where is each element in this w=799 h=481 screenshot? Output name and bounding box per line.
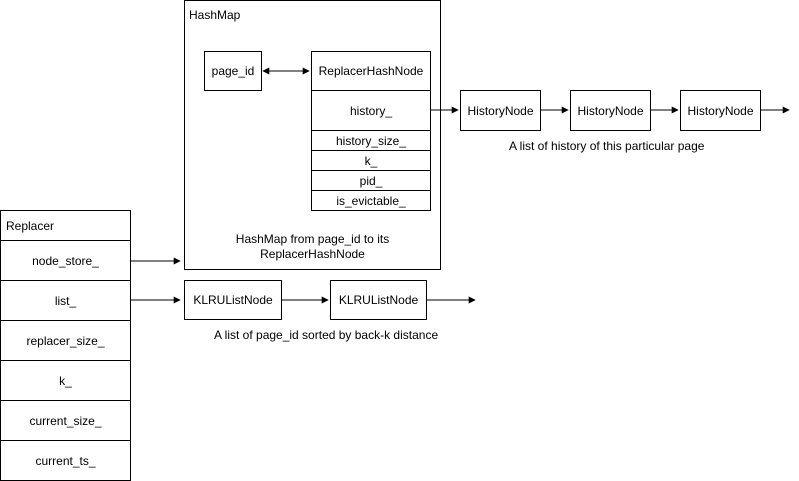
replacer-hash-node-title: ReplacerHashNode bbox=[311, 51, 431, 91]
hashmap-title: HashMap bbox=[189, 8, 241, 22]
history-node-3: HistoryNode bbox=[680, 90, 761, 131]
hashmap-caption-line1: HashMap from page_id to its bbox=[235, 232, 390, 246]
klru-list-node-1: KLRUListNode bbox=[184, 280, 282, 320]
field-pid: pid_ bbox=[311, 170, 431, 191]
replacer-title: Replacer bbox=[6, 218, 55, 233]
replacer-field-replacer-size: replacer_size_ bbox=[0, 320, 131, 361]
hashmap-caption-line2: ReplacerHashNode bbox=[260, 247, 365, 261]
history-list-caption: A list of history of this particular pag… bbox=[509, 139, 705, 153]
history-node-1: HistoryNode bbox=[460, 90, 541, 131]
replacer-field-node-store: node_store_ bbox=[0, 240, 131, 281]
page-id-box: page_id bbox=[204, 51, 262, 91]
klru-list-node-2: KLRUListNode bbox=[330, 280, 427, 320]
replacer-field-current-size: current_size_ bbox=[0, 400, 131, 441]
field-history-size: history_size_ bbox=[311, 130, 431, 151]
replacer-field-k: k_ bbox=[0, 360, 131, 401]
replacer-title-box: Replacer bbox=[0, 210, 131, 241]
klru-list-caption: A list of page_id sorted by back-k dista… bbox=[214, 328, 439, 342]
history-node-2: HistoryNode bbox=[570, 90, 651, 131]
replacer-field-list: list_ bbox=[0, 280, 131, 321]
replacer-field-current-ts: current_ts_ bbox=[0, 440, 131, 481]
field-is-evictable: is_evictable_ bbox=[311, 190, 431, 211]
field-history: history_ bbox=[311, 90, 431, 131]
field-k: k_ bbox=[311, 150, 431, 171]
